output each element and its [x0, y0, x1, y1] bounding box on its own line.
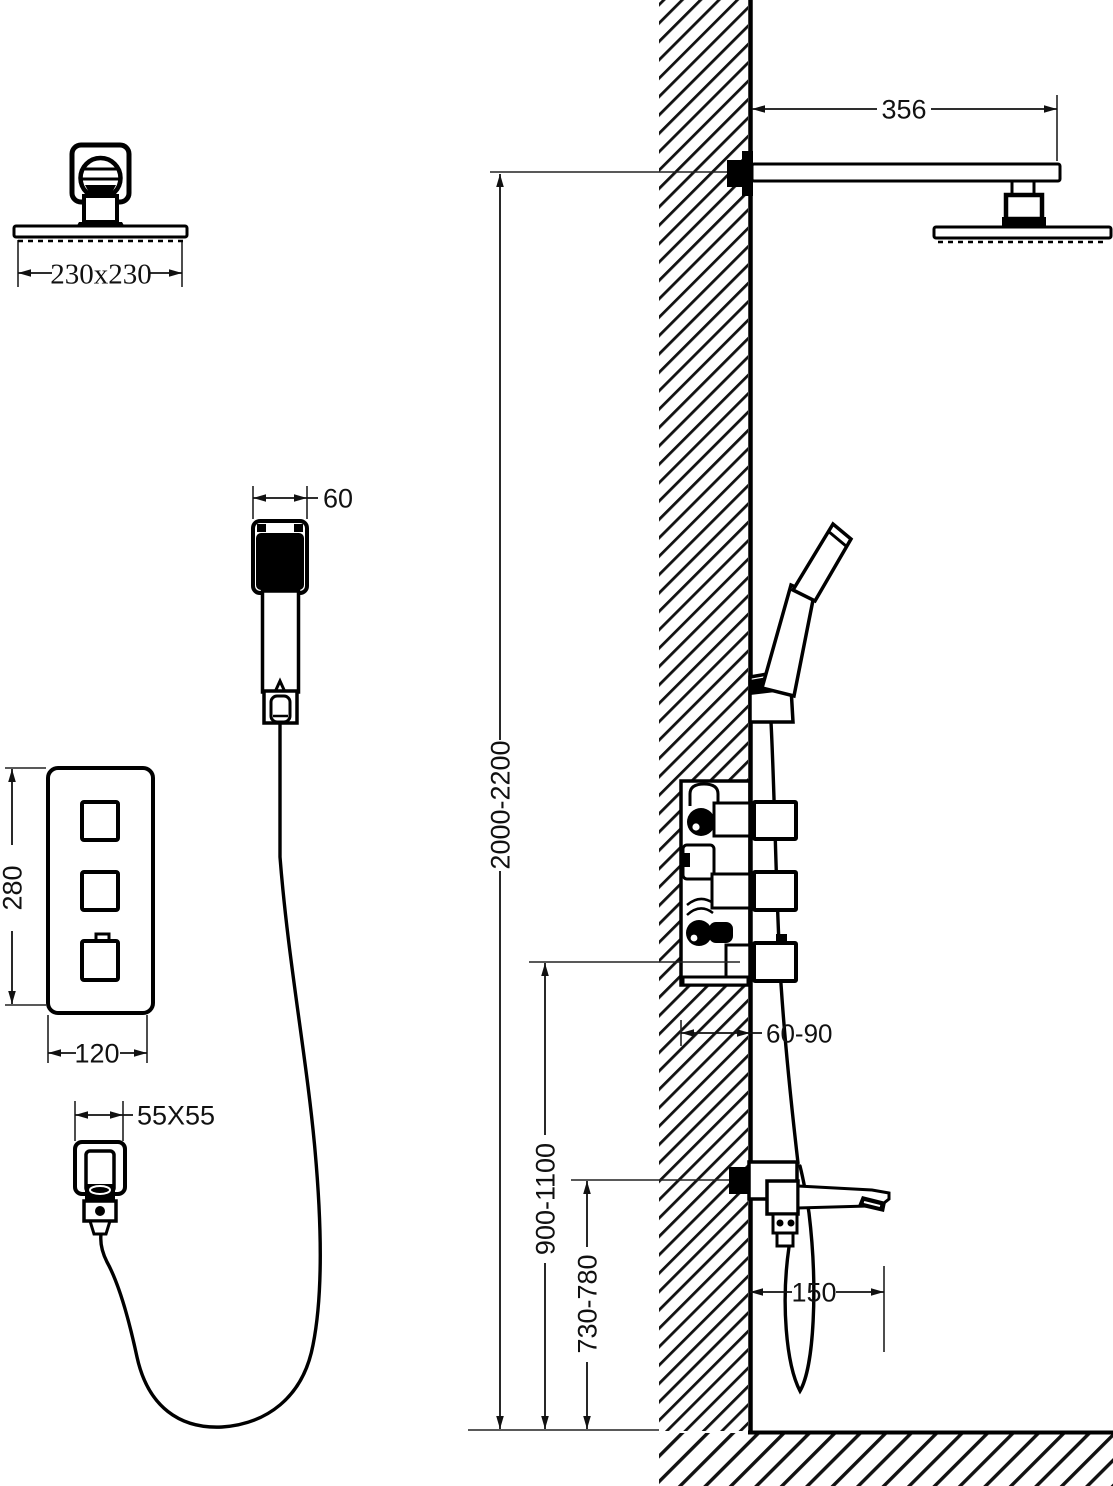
head-ball-joint [1003, 192, 1045, 222]
valve-knob-1 [752, 800, 798, 841]
shower-hose-front-view [99, 721, 323, 1429]
valve-knob-3 [752, 941, 798, 983]
valve-top-port [688, 782, 720, 806]
head-corner-left [257, 524, 266, 532]
panel-button-1 [80, 800, 120, 842]
hand-shower-tip-cap [827, 529, 847, 548]
spout-hose-nipple [775, 1231, 795, 1248]
valve-cartridge-2 [686, 920, 712, 946]
valve-stem-2 [710, 872, 757, 910]
outlet-taper [87, 1219, 113, 1236]
overhead-shower-front-view [12, 142, 189, 243]
valve-knob-2 [752, 870, 798, 912]
dim-panel-width-label: 120 [74, 1039, 119, 1069]
concealed-valve-side-view [679, 779, 757, 987]
dim-overhead-plate-label: 230x230 [50, 258, 152, 290]
collar-highlight [89, 1185, 111, 1195]
head-joint-base [1002, 217, 1046, 228]
rain-head-plate-side [932, 225, 1113, 240]
head-stem [82, 194, 119, 224]
shower-arm [750, 162, 1062, 183]
valve-cartridge-1 [687, 808, 715, 836]
shower-arm-side-view [727, 151, 1113, 244]
thermostat-panel-front-view [46, 766, 155, 1015]
cartridge-highlight [692, 823, 700, 831]
dimension-lines [8, 105, 1057, 1429]
arm-wall-flange [727, 160, 753, 187]
coupler-screw-right [787, 1219, 795, 1227]
hand-shower-handle-side [759, 582, 816, 699]
nut-pin [95, 1206, 105, 1216]
hose-clip [776, 934, 787, 944]
panel-button-2 [80, 870, 120, 912]
spout-body [765, 1179, 800, 1216]
panel-button-3 [80, 939, 120, 982]
dim-valve-recess-depth-label: 60-90 [766, 1018, 833, 1048]
dim-panel-height-label: 280 [0, 865, 28, 910]
cartridge-highlight-2 [690, 934, 698, 942]
hand-shower-face [256, 533, 304, 590]
coupler-insert [269, 694, 292, 724]
valve-knobs-side-view [752, 800, 798, 983]
dim-spout-reach-label: 150 [791, 1278, 836, 1308]
spout-wall-outlet [729, 1167, 749, 1194]
valve-bottom-lip [681, 975, 750, 987]
aerator-slots [863, 1201, 881, 1207]
dim-spout-height-label: 730-780 [573, 1254, 603, 1353]
head-corner-right [294, 524, 303, 532]
rain-head-plate-front [12, 224, 189, 239]
valve-cylinder [709, 922, 733, 943]
extension-lines [5, 95, 1058, 1431]
hand-shower-front-view [99, 519, 323, 1429]
dim-arm-length-label: 356 [881, 95, 926, 125]
dim-wall-outlet-plate-label: 55X55 [137, 1101, 215, 1131]
wall-hatch [659, 0, 748, 1431]
floor-hatch [659, 1433, 1113, 1486]
wall-outlet-front-view [73, 1140, 127, 1236]
hand-shower-head-side [790, 521, 854, 604]
dim-mixer-height-label: 900-1100 [531, 1143, 561, 1255]
coupler-screw-left [776, 1219, 784, 1227]
spout-side-view [729, 1160, 891, 1248]
dim-hand-shower-width-label: 60 [323, 484, 353, 514]
hand-shower-holder-side-view [748, 521, 854, 724]
wall-section [659, 0, 1113, 1486]
hand-shower-handle [260, 589, 301, 694]
valve-side-port [681, 853, 690, 867]
dim-overall-height-label: 2000-2200 [486, 740, 516, 869]
